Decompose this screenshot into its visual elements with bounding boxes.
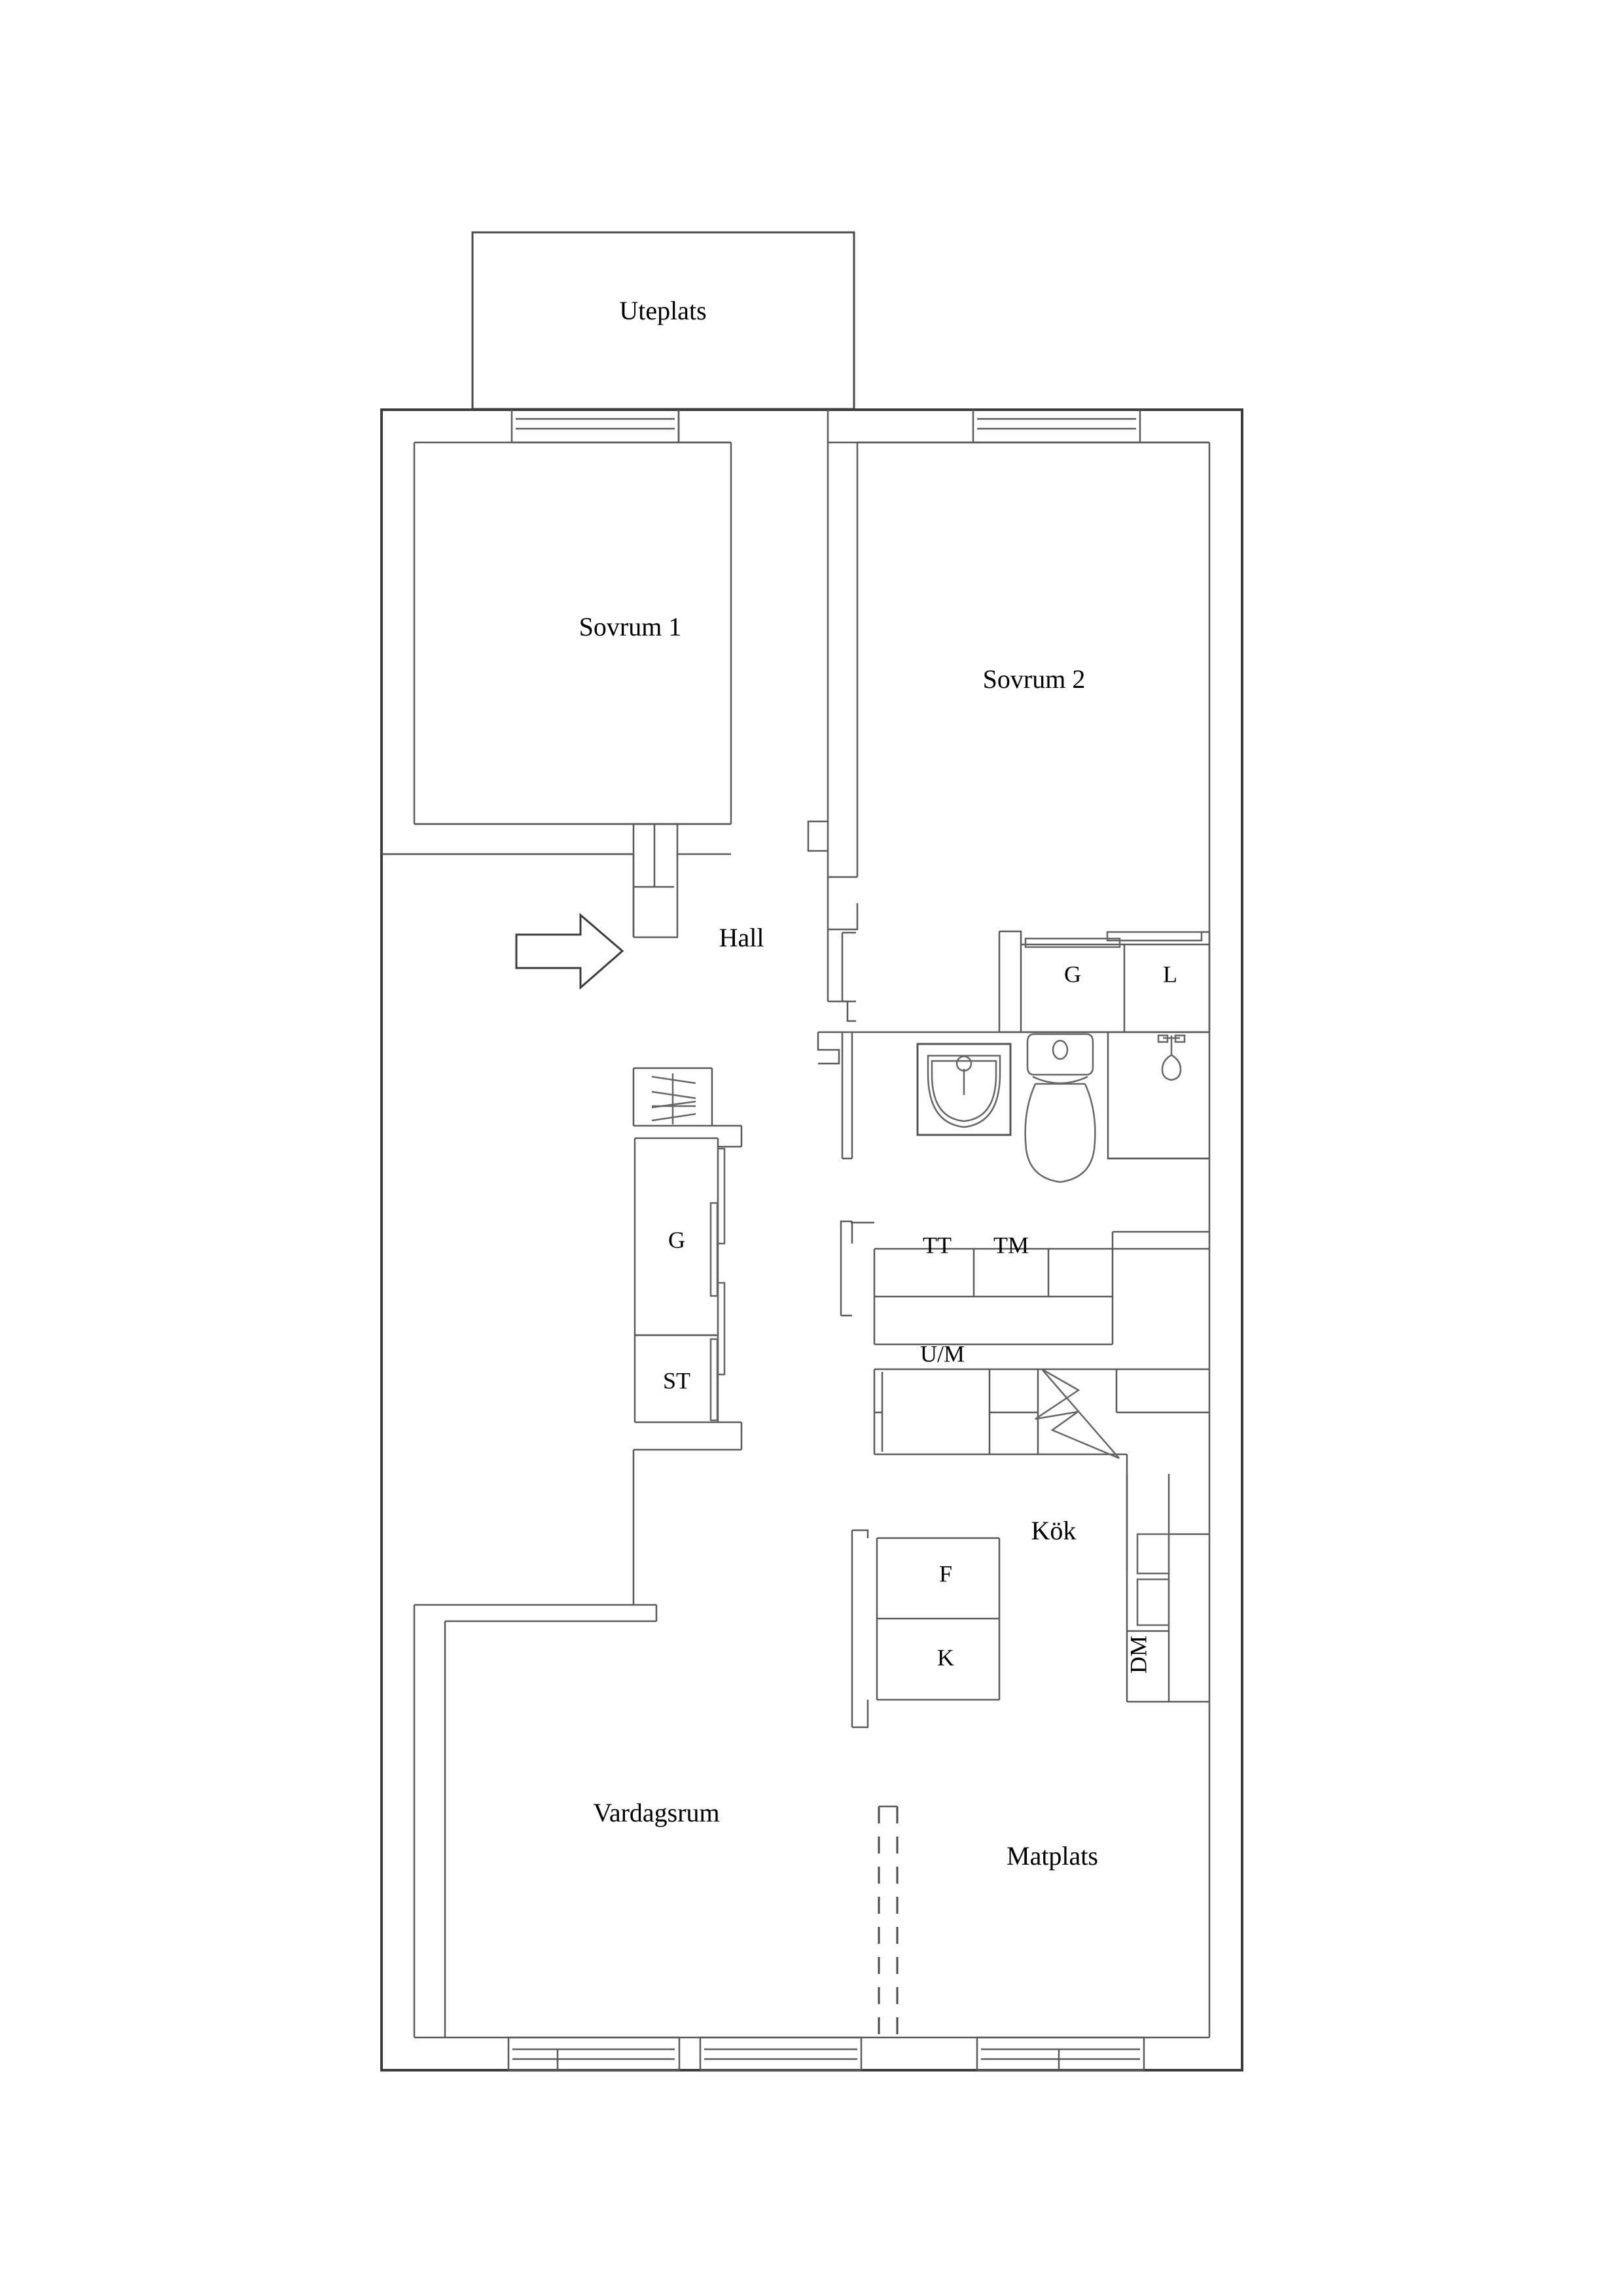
window-matplats (976, 2036, 1145, 2072)
window-sovrum1-top (510, 410, 680, 444)
sovrum2-door-opening (807, 820, 828, 852)
sink-bowl-kitchen-lower (1136, 1578, 1170, 1626)
cabinet-fridge-freezer (876, 1537, 1001, 1701)
window-sovrum2-top (972, 410, 1141, 444)
hall-wall-step-detail (382, 823, 731, 939)
label-bath-garderob: G (1064, 961, 1081, 987)
label-torktumlare: TT (923, 1232, 952, 1258)
wall-hall-right-lower (632, 1126, 743, 1605)
label-frys: F (939, 1560, 952, 1587)
room-label-hall: Hall (719, 923, 764, 952)
room-labels: Uteplats Sovrum 1 Sovrum 2 Hall Kök Vard… (579, 296, 1098, 1871)
cabinet-laundry-row (873, 1247, 1114, 1346)
wall-hall-bath (827, 929, 856, 1022)
window-vardagsrum-right (699, 2036, 863, 2072)
shower-mixer-fixture (1107, 1032, 1209, 1160)
sink-bowl-kitchen-upper (1136, 1533, 1170, 1575)
wall-bath-top (817, 1031, 1209, 1160)
label-bath-linne: L (1163, 961, 1177, 987)
room-label-sovrum1: Sovrum 1 (579, 612, 682, 641)
wall-stub-between-top-windows (677, 410, 829, 444)
label-tvattmaskin: TM (993, 1232, 1029, 1258)
electrical-panel-hatch (632, 1067, 741, 1127)
building-inner-wall-face (413, 441, 1211, 2039)
divider-vardagsrum-matplats (878, 1805, 899, 2037)
label-hall-garderob-upper: G (668, 1227, 685, 1253)
room-label-kok: Kök (1031, 1516, 1077, 1545)
wall-hall-livingroom-step (413, 1604, 658, 2037)
label-kyl: K (937, 1644, 954, 1670)
label-hall-stadskap: ST (663, 1367, 690, 1393)
wall-sovrum2 (827, 441, 1209, 931)
room-label-sovrum2: Sovrum 2 (983, 664, 1086, 694)
wall-sovrum1-hall (382, 823, 731, 937)
stove-hob-flash-symbol (1035, 1368, 1120, 1460)
cabinet-bath-garderob-linne (1020, 943, 1211, 1033)
wall-stub-left-of-fridge (851, 1529, 869, 1729)
closet-sliding-door-leaves (709, 1147, 726, 1422)
appliance-labels: G ST G L TT TM U/M F K DM (663, 961, 1177, 1674)
wall-bath-bottom (840, 1157, 1209, 1317)
room-label-uteplats: Uteplats (619, 296, 706, 325)
label-diskmaskin: DM (1125, 1636, 1151, 1674)
label-ugn-mikro: U/M (920, 1340, 965, 1367)
counter-kitchen-right (1126, 1474, 1209, 1703)
entrance-direction-arrow (515, 912, 624, 990)
shelf-bar-over-cabinets (1024, 931, 1203, 948)
wall-left-of-laundry (851, 1221, 1209, 1250)
room-label-matplats: Matplats (1007, 1841, 1098, 1871)
toilet (1024, 1033, 1096, 1183)
room-label-vardagsrum: Vardagsrum (593, 1798, 719, 1827)
sink-basin (916, 1043, 1012, 1136)
window-vardagsrum-left (507, 2036, 681, 2072)
building-outer-wall (380, 408, 1243, 2072)
